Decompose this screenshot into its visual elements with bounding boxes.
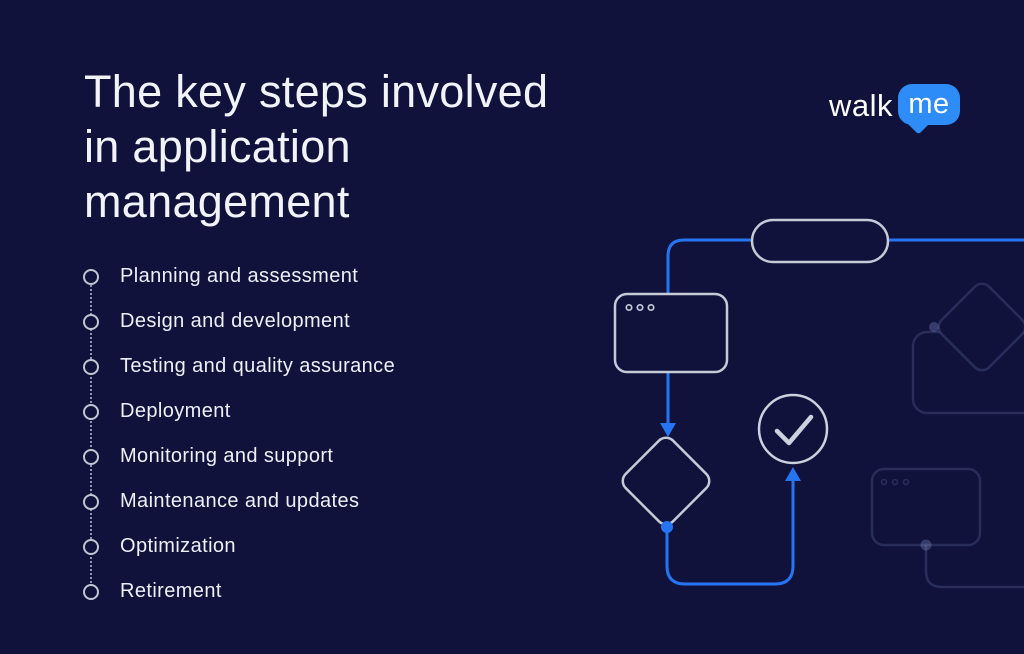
flow-node-dot [661,521,673,533]
list-item: Maintenance and updates [83,479,503,524]
page-title: The key steps involved in application ma… [84,64,548,229]
logo-me-bubble: me [898,83,960,135]
flow-connector-bottom [665,480,795,586]
logo-walk-text: walk [828,87,893,123]
step-bullet-icon [83,403,99,420]
arrow-up-icon [785,467,801,481]
step-bullet-icon [83,493,99,510]
faded-connector-line [924,545,1024,589]
flow-check-circle-icon [757,393,829,465]
step-label: Testing and quality assurance [120,355,396,377]
logo-me-text: me [908,87,950,120]
list-item: Design and development [83,299,503,344]
faded-node-dot-bottom [920,539,932,551]
list-item: Optimization [83,524,503,569]
flow-terminator-pill [750,218,890,264]
step-bullet-icon [83,538,99,555]
flow-connector-top [666,238,1024,424]
walkme-logo: walk me [828,82,960,135]
step-label: Deployment [120,400,231,422]
list-item: Testing and quality assurance [83,344,503,389]
flow-decision-diamond [621,436,711,526]
step-bullet-icon [83,313,99,330]
list-item: Planning and assessment [83,254,503,299]
step-label: Maintenance and updates [120,490,360,512]
step-label: Optimization [120,535,236,557]
step-bullet-icon [83,583,99,600]
flow-window-dots-icon [625,303,655,312]
faded-shapes-group [870,282,1024,589]
faded-decision-diamond [937,282,1024,372]
flow-connectors-group [660,238,1024,586]
faded-window-icon [870,467,982,547]
flow-window-icon [613,292,729,374]
list-item: Monitoring and support [83,434,503,479]
title-line-3: management [84,176,350,227]
step-bullet-icon [83,268,99,285]
arrow-down-icon [660,423,676,437]
step-label: Retirement [120,580,222,602]
step-label: Planning and assessment [120,265,359,287]
step-bullet-icon [83,358,99,375]
step-label: Monitoring and support [120,445,334,467]
steps-list: Planning and assessment Design and devel… [83,254,503,614]
step-label: Design and development [120,310,351,332]
timeline-connector-line [90,285,92,587]
faded-window-dots-icon [880,478,910,486]
list-item: Retirement [83,569,503,614]
faded-process-rect [911,330,1024,415]
flow-shapes-group [613,218,890,526]
list-item: Deployment [83,389,503,434]
title-line-2: in application [84,121,351,172]
title-line-1: The key steps involved [84,66,549,117]
step-bullet-icon [83,448,99,465]
faded-node-dot [929,322,939,332]
checkmark-icon [774,414,814,446]
